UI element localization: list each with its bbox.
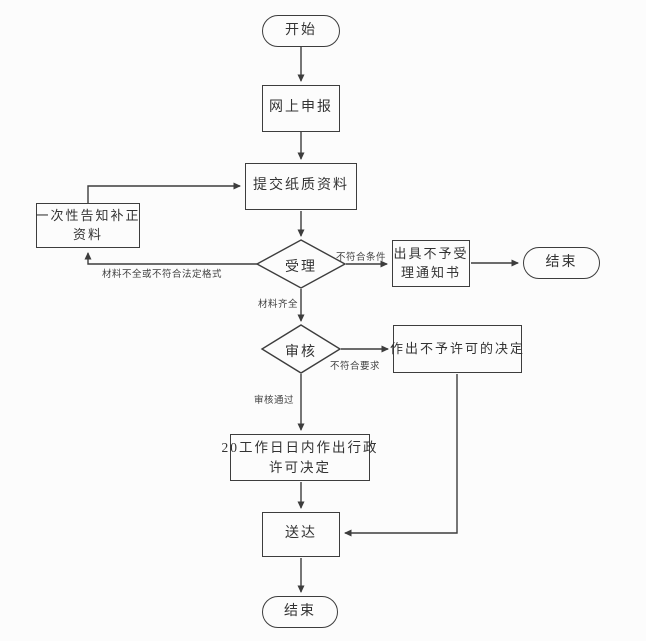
online-declaration-box: 网上申报 [262, 85, 340, 132]
connector-deny-to-deliver [344, 374, 458, 537]
notify-correction-line2: 资料 [72, 226, 103, 242]
edge-label-not-meet-requirement: 不符合要求 [330, 362, 381, 372]
issue-rejection-line2: 理通知书 [400, 264, 461, 280]
end-right-terminator: 结束 [523, 247, 600, 279]
deny-permission-label: 作出不予许可的决定 [390, 340, 526, 356]
accept-decision-label: 受理 [285, 260, 317, 275]
review-decision-diamond [260, 324, 342, 374]
end-bottom-label: 结束 [284, 603, 316, 619]
end-bottom-terminator: 结束 [262, 596, 338, 628]
online-declaration-label: 网上申报 [269, 100, 333, 116]
edge-label-not-meet-condition: 不符合条件 [336, 253, 387, 263]
connector-accept-to-notify [84, 252, 257, 265]
edge-label-material-complete: 材料齐全 [258, 300, 299, 310]
start-terminator: 开始 [262, 15, 340, 47]
issue-rejection-line1: 出具不予受 [393, 245, 469, 261]
issue-rejection-notice-box: 出具不予受 理通知书 [392, 240, 470, 287]
license-decision-line2: 许可决定 [269, 459, 331, 475]
notify-correction-box: 一次性告知补正 资料 [36, 203, 140, 248]
edge-label-incomplete-material: 材料不全或不符合法定格式 [102, 270, 223, 280]
connector-notify-to-paper [87, 182, 241, 203]
start-label: 开始 [285, 22, 317, 38]
deny-permission-box: 作出不予许可的决定 [390, 325, 526, 373]
review-decision-label: 审核 [285, 345, 317, 360]
end-right-label: 结束 [545, 254, 578, 270]
deliver-label: 送达 [285, 526, 317, 542]
submit-paper-label: 提交纸质资料 [253, 178, 349, 194]
license-decision-box: 20工作日日内作出行政 许可决定 [222, 434, 377, 481]
submit-paper-box: 提交纸质资料 [245, 163, 357, 210]
notify-correction-line1: 一次性告知补正 [35, 207, 141, 223]
accept-decision-diamond [255, 239, 347, 289]
edge-label-review-passed: 审核通过 [254, 396, 295, 406]
deliver-box: 送达 [262, 512, 340, 557]
license-decision-line1: 20工作日日内作出行政 [221, 439, 379, 455]
